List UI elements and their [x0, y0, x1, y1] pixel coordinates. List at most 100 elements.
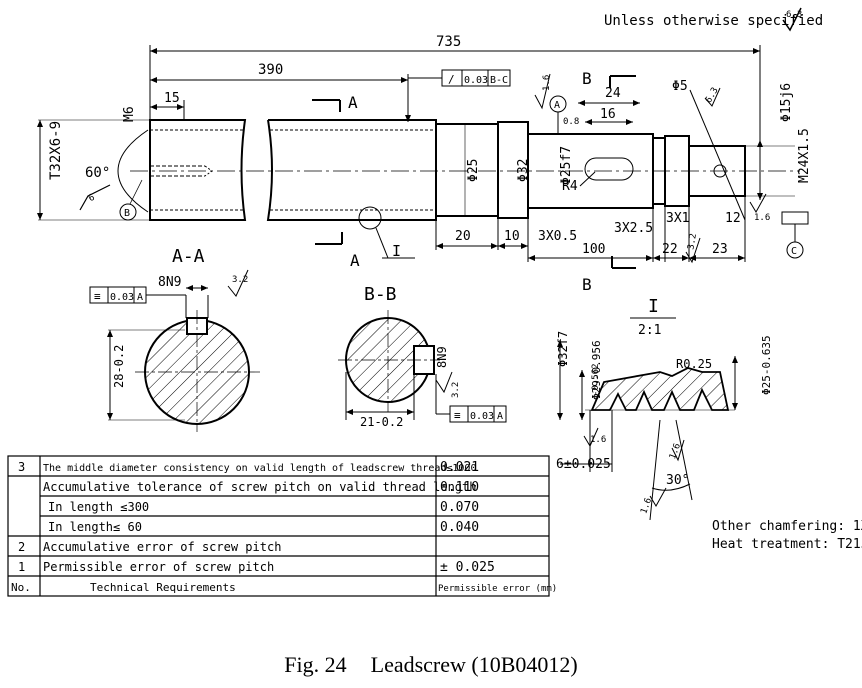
- section-b-top: B: [582, 69, 592, 88]
- dim-phi5: Φ5: [672, 79, 688, 94]
- svg-text:3.2: 3.2: [232, 275, 248, 285]
- section-a-bottom: A: [350, 251, 360, 270]
- aa-sym: ≡: [94, 290, 101, 303]
- detail-phi29: Φ29-0.956: [590, 340, 603, 400]
- dim-10: 10: [504, 229, 520, 244]
- detail-scale: 2:1: [638, 323, 661, 338]
- dim-12: 12: [725, 211, 741, 226]
- section-b-bottom: B: [582, 275, 592, 294]
- table-header-no: No.: [11, 581, 31, 594]
- figure-caption: Fig. 24 Leadscrew (10B04012): [0, 652, 862, 678]
- bb-key: 8N9: [435, 346, 449, 368]
- svg-text:1.6: 1.6: [668, 442, 683, 461]
- svg-text:0.03: 0.03: [464, 75, 488, 86]
- aa-roughness: 3.2: [227, 269, 249, 297]
- runout-right-frame: C: [781, 211, 809, 259]
- note-chamfer: Other chamfering: 1X45°: [712, 519, 862, 534]
- dim-chamfer-2: 3X2.5: [614, 221, 653, 236]
- section-a-top: A: [348, 93, 358, 112]
- caption-title: Leadscrew (10B04012): [370, 652, 578, 677]
- runout-tolerance-frame: / 0.03 B-C: [405, 69, 511, 122]
- aa-key: 8N9: [158, 275, 181, 290]
- dim-phi15: Φ15j6: [779, 83, 794, 122]
- dim-angle-60: 60°: [85, 165, 110, 181]
- table-header-error: Permissible error (mm): [438, 584, 557, 594]
- dim-thread-main: T32X6-9: [48, 121, 64, 180]
- section-aa-view: [135, 310, 260, 432]
- bb-dim: 21-0.2: [360, 415, 403, 429]
- dim-100: 100: [582, 242, 605, 257]
- detail-thread-profile: [585, 367, 735, 411]
- keyway: [584, 157, 634, 181]
- table-row-error: ± 0.025: [440, 560, 495, 575]
- note-heat: Heat treatment: T215: [712, 537, 862, 552]
- detail-roughness-2: 1.6: [668, 439, 685, 462]
- dim-m24: M24X1.5: [797, 128, 812, 183]
- dim-15: 15: [164, 91, 180, 106]
- dim-chamfer-1: 3X0.5: [538, 229, 577, 244]
- roughness-32: 3.2: [685, 233, 701, 264]
- detail-pitch: 6±0.025: [556, 457, 611, 472]
- dim-thread-length: 390: [258, 62, 283, 78]
- table-header-requirement: Technical Requirements: [90, 581, 236, 594]
- dim-3x1: 3X1: [666, 211, 689, 226]
- datum-b-left: B: [124, 208, 130, 219]
- aa-dia: 28-0.2: [112, 345, 126, 388]
- table-row-no: 1: [18, 560, 25, 574]
- svg-text:B-C: B-C: [490, 75, 508, 86]
- roughness-center: 6: [79, 184, 111, 211]
- roughness-08: 0.8: [563, 117, 579, 127]
- tech-requirements-table: [7, 455, 550, 597]
- svg-text:3.2: 3.2: [451, 382, 461, 398]
- table-row-requirement: The middle diameter consistency on valid…: [43, 463, 476, 474]
- dim-24: 24: [605, 86, 621, 101]
- detail-phi32: Φ32f7: [556, 331, 570, 367]
- table-row-requirement: Permissible error of screw pitch: [43, 560, 274, 574]
- table-row-error: 0.040: [440, 520, 479, 535]
- dim-phi32: Φ32: [516, 159, 531, 182]
- svg-text:1.6: 1.6: [754, 213, 770, 223]
- table-row-requirement: In length ≤300: [48, 500, 149, 514]
- cross-hole: [713, 164, 727, 178]
- svg-text:1.6: 1.6: [542, 75, 552, 91]
- roughness-right: 6.3: [704, 86, 721, 107]
- table-cells: 3 The middle diameter consistency on vali…: [11, 460, 557, 594]
- detail-i-marker: I: [392, 242, 401, 260]
- table-row-error: 0.070: [440, 500, 479, 515]
- section-bb-title: B-B: [364, 284, 397, 305]
- table-row-no: 2: [18, 540, 25, 554]
- svg-text:/: /: [448, 73, 455, 86]
- roughness-flange: 1.6: [534, 73, 552, 110]
- section-aa-title: A-A: [172, 246, 205, 267]
- roughness-symbol-header: 6.3: [782, 7, 802, 32]
- detail-phi25: Φ25-0.635: [760, 335, 773, 395]
- table-row-error: 0.021: [440, 460, 479, 475]
- aa-ref: A: [137, 292, 143, 303]
- section-bb-view: [338, 310, 440, 412]
- shaft-middle: [435, 121, 746, 219]
- caption-fig: Fig. 24: [284, 652, 347, 677]
- dim-phi25f7: Φ25f7: [559, 146, 574, 185]
- dim-m6: M6: [122, 106, 137, 122]
- detail-roughness-1: 1.6: [583, 427, 606, 448]
- table-row-no: 3: [18, 460, 25, 474]
- header-note: Unless otherwise specified: [604, 13, 823, 29]
- dim-20: 20: [455, 229, 471, 244]
- svg-text:6: 6: [87, 193, 97, 204]
- table-row-error: 0.110: [440, 480, 479, 495]
- bb-ref: A: [497, 411, 503, 422]
- dim-23: 23: [712, 242, 728, 257]
- dim-phi25: Φ25: [466, 159, 481, 182]
- svg-text:6.3: 6.3: [704, 86, 721, 105]
- bb-roughness: 3.2: [435, 371, 461, 398]
- svg-text:1.6: 1.6: [590, 435, 606, 445]
- svg-text:C: C: [791, 246, 797, 257]
- detail-phi29-tol2: -0.562: [591, 363, 601, 396]
- svg-text:6.3: 6.3: [786, 10, 802, 20]
- dim-r4: R4: [562, 179, 578, 194]
- bb-val: 0.03: [470, 411, 494, 422]
- roughness-right-lower: 1.6: [749, 193, 770, 223]
- datum-a: A: [554, 100, 560, 111]
- svg-text:3.2: 3.2: [686, 233, 699, 251]
